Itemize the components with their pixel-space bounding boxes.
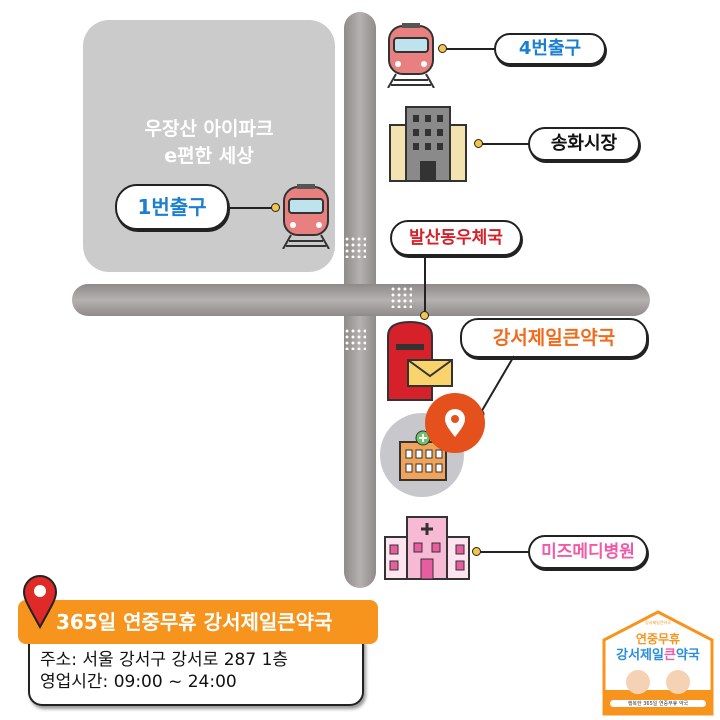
- pharmacy-logo: 연중무휴 강서제일큰약국 행복한 365일 연중무휴 약국 강서제일큰약국: [600, 610, 716, 716]
- address-text: 주소: 서울 강서구 강서로 287 1층: [40, 650, 289, 670]
- logo-tagline: 행복한 365일 연중무휴 약국: [610, 700, 706, 707]
- apartment-label: 우장산 아이파크 e편한 세상: [83, 116, 335, 170]
- train-icon: [387, 23, 435, 88]
- apartment-subname: e편한 세상: [164, 145, 254, 167]
- info-card-title: 365일 연중무휴 강서제일큰약국: [18, 600, 378, 644]
- hospital-label: 미즈메디병원: [528, 535, 648, 569]
- connector-dot: [472, 547, 481, 556]
- crosswalk: [390, 286, 412, 308]
- connector-line: [478, 551, 530, 553]
- connector-line: [227, 207, 273, 209]
- connector-line: [440, 48, 496, 50]
- exit-4-label: 4번출구: [494, 33, 606, 65]
- post-office-label: 발산동우체국: [390, 220, 522, 256]
- connector-line: [480, 143, 530, 145]
- crosswalk: [344, 236, 366, 258]
- market-label: 송화시장: [528, 127, 640, 161]
- exit-1-label: 1번출구: [115, 184, 229, 230]
- logo-text: 강서제일: [616, 648, 664, 663]
- connector-dot: [438, 44, 447, 53]
- hours-text: 영업시간: 09:00 ~ 24:00: [40, 672, 237, 692]
- pharmacy-label: 강서제일큰약국: [460, 318, 648, 358]
- connector-dot: [271, 203, 280, 212]
- connector-dot: [420, 311, 429, 320]
- connector-dot: [474, 139, 483, 148]
- connector-line: [424, 256, 426, 314]
- building-icon: [389, 106, 467, 182]
- logo-top-text: 강서제일큰약국: [645, 620, 671, 625]
- pharmacy-pin-icon[interactable]: [425, 393, 485, 453]
- logo-text: 큰: [663, 648, 676, 663]
- location-pin-icon: [22, 575, 58, 629]
- train-icon: [282, 184, 330, 249]
- hospital-icon: [384, 516, 470, 580]
- apartment-name: 우장산 아이파크: [144, 118, 274, 140]
- horizontal-road: [72, 284, 650, 316]
- logo-line1: 연중무휴: [635, 632, 681, 646]
- pharmacy-building-icon: [399, 430, 447, 481]
- logo-text: 약국: [675, 648, 700, 663]
- postbox-icon: [387, 320, 453, 401]
- crosswalk: [344, 328, 366, 350]
